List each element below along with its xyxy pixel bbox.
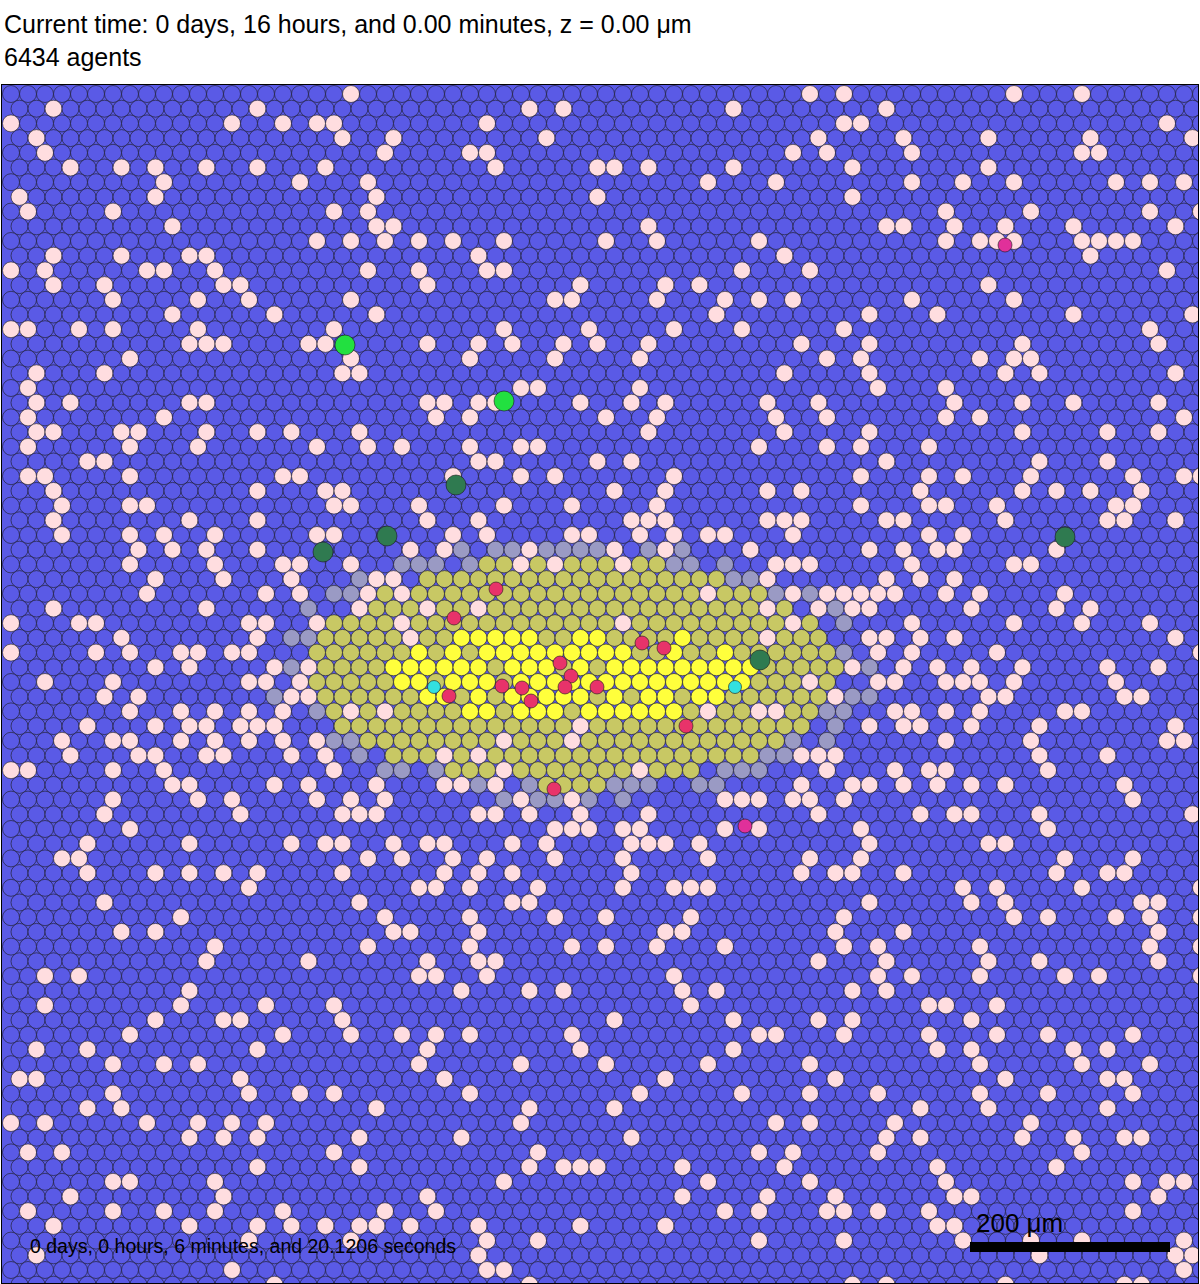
elapsed-time: 0 days, 0 hours, 6 minutes, and 20.1206 … xyxy=(30,1235,456,1258)
scale-label: 200 μm xyxy=(976,1208,1063,1239)
agent-count: 6434 agents xyxy=(4,43,142,72)
cell-field xyxy=(2,85,1198,1283)
title: Current time: 0 days, 16 hours, and 0.00… xyxy=(4,10,692,39)
scale-bar xyxy=(970,1242,1170,1252)
simulation-domain xyxy=(1,84,1199,1284)
